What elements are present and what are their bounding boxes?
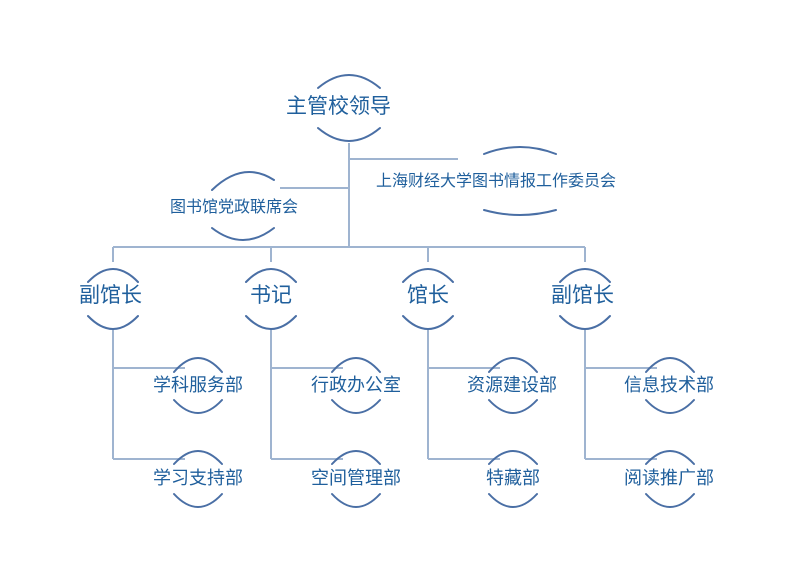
dept-node: 信息技术部 xyxy=(624,375,714,396)
dept-node: 学科服务部 xyxy=(153,375,243,396)
leader-node-1: 副馆长 xyxy=(79,283,142,307)
joint-arc-lower xyxy=(211,227,275,241)
committee-node: 上海财经大学图书情报工作委员会 xyxy=(376,171,617,190)
committee-arc-upper xyxy=(483,146,557,155)
top-arc-upper xyxy=(317,74,381,89)
committee-arc-lower xyxy=(483,209,557,216)
dept-node: 行政办公室 xyxy=(311,375,401,396)
dept-node: 空间管理部 xyxy=(311,468,401,489)
top-arc-lower xyxy=(317,127,381,142)
joint-arc-upper xyxy=(211,171,275,191)
joint-meeting-node: 图书馆党政联席会 xyxy=(170,197,299,216)
dept-node: 资源建设部 xyxy=(467,375,557,396)
dept-node: 阅读推广部 xyxy=(624,468,714,489)
leader-node-2: 书记 xyxy=(250,283,292,307)
top-leader-node: 主管校领导 xyxy=(286,94,391,118)
dept-node: 学习支持部 xyxy=(153,468,243,489)
leader-node-3: 馆长 xyxy=(407,283,449,307)
leader-node-4: 副馆长 xyxy=(551,283,614,307)
dept-node: 特藏部 xyxy=(486,468,540,489)
